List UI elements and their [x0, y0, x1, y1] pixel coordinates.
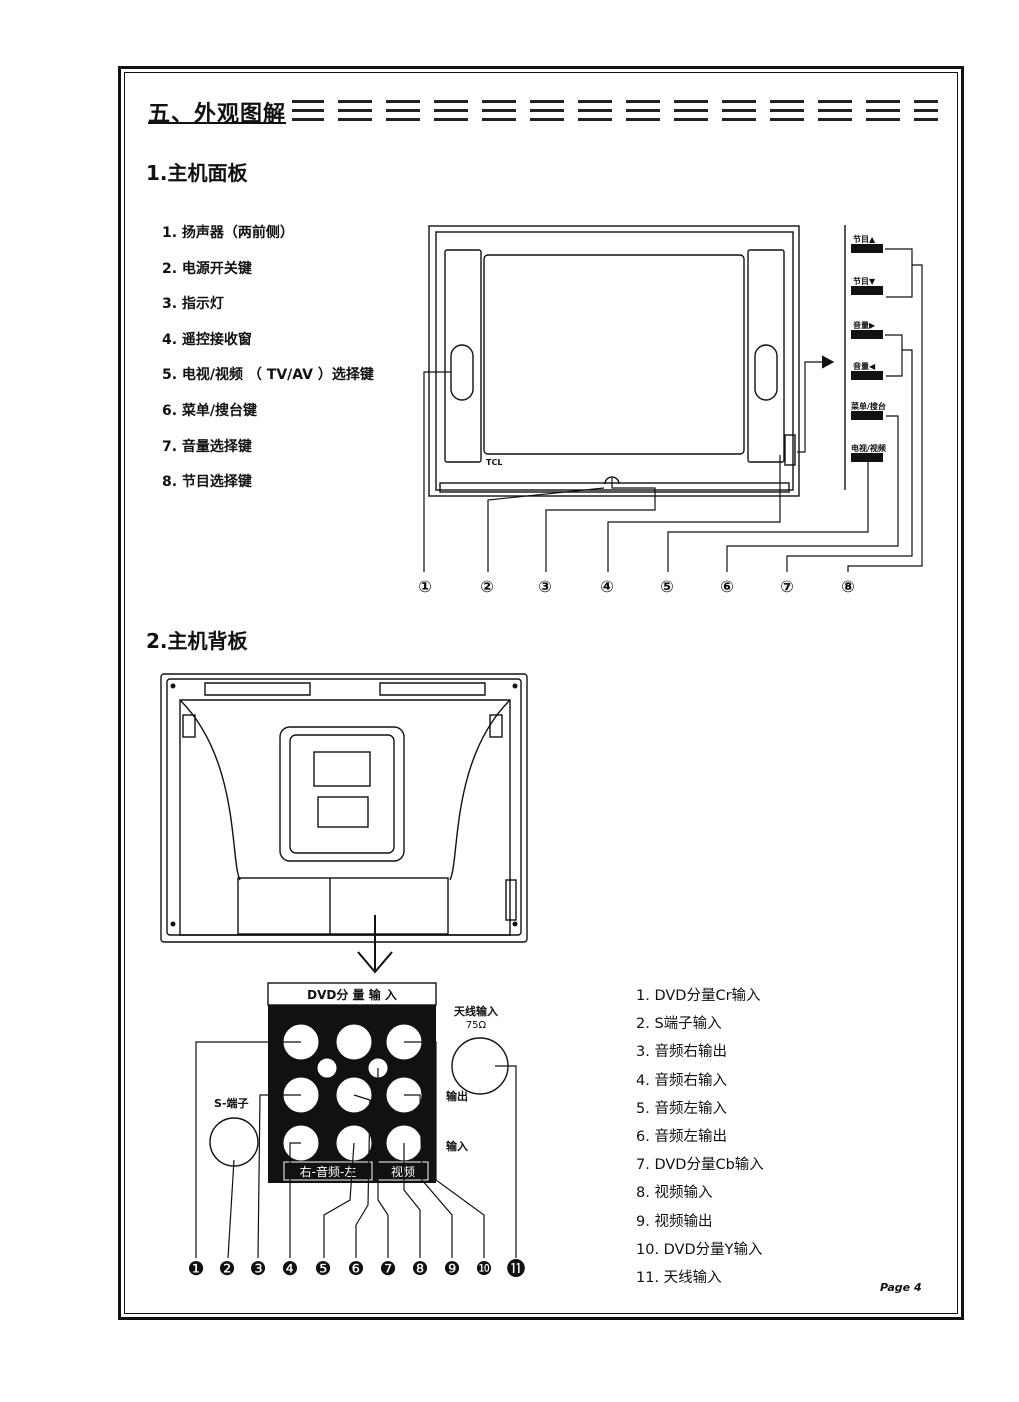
audio-jacks-label: 右-音频-左 — [300, 1164, 357, 1179]
list-item: 4. 音频右输入 — [636, 1072, 727, 1089]
side-button-label: 音量◀ — [853, 361, 876, 371]
s-video-label: S-端子 — [214, 1096, 249, 1110]
callout-number: ⑤ — [660, 577, 674, 596]
list-item: 7. 音量选择键 — [162, 438, 252, 455]
brand-logo: TCL — [486, 458, 502, 467]
page-frame — [118, 66, 964, 1320]
list-item: 6. 菜单/搜台键 — [162, 402, 258, 419]
list-item: 3. 音频右输出 — [636, 1044, 727, 1061]
list-item: 4. 遥控接收窗 — [162, 331, 252, 348]
callout-number: ❷ — [218, 1258, 235, 1280]
front-panel-heading: 1.主机面板 — [146, 161, 248, 185]
side-button-label: 菜单/搜台 — [850, 401, 886, 411]
input-label: 输入 — [446, 1139, 468, 1153]
list-item: 7. DVD分量Cb输入 — [636, 1157, 764, 1174]
side-button-label: 节目▲ — [853, 234, 876, 244]
list-item: 3. 指示灯 — [162, 296, 224, 313]
callout-number: ② — [480, 577, 494, 596]
list-item: 2. S端子输入 — [636, 1016, 722, 1033]
list-item: 1. 扬声器（两前侧） — [162, 225, 294, 241]
callout-number: ❶ — [187, 1258, 204, 1280]
list-item: 8. 节目选择键 — [162, 474, 252, 491]
list-item: 6. 音频左输出 — [636, 1128, 727, 1145]
list-item: 9. 视频输出 — [636, 1213, 713, 1230]
list-item: 5. 电视/视频 （ TV/AV ）选择键 — [162, 367, 374, 384]
callout-number: ⑥ — [720, 577, 734, 596]
side-button-label: 音量▶ — [853, 320, 876, 330]
callout-number: ❽ — [411, 1258, 428, 1280]
list-item: 10. DVD分量Y输入 — [636, 1241, 763, 1258]
callout-number: ❼ — [379, 1258, 396, 1280]
callout-number: ① — [418, 577, 432, 596]
page-title: 五、外观图解 — [146, 96, 293, 128]
back-panel-list: 1. DVD分量Cr输入 2. S端子输入 3. 音频右输出 4. 音频右输入 … — [636, 984, 764, 1294]
callout-number: ⑦ — [780, 577, 794, 596]
side-button-label: 电视/视频 — [851, 443, 886, 453]
jack-panel-header: DVD分 量 输 入 — [307, 987, 397, 1002]
list-item: 8. 视频输入 — [636, 1185, 713, 1202]
back-panel-heading: 2.主机背板 — [146, 629, 248, 653]
s-video-jack — [209, 1117, 259, 1167]
page-frame-inner — [124, 72, 958, 1314]
front-tv-diagram: TCL 节目▲ 节目▼ 音量▶ 音量◀ 菜单/搜台 电视/视频 ① ② ③ — [418, 225, 923, 596]
list-item: 1. DVD分量Cr输入 — [636, 988, 761, 1004]
list-item: 11. 天线输入 — [636, 1269, 722, 1286]
back-tv-diagram: DVD分 量 输 入 右-音频-左 视频 天线输入 75Ω 输出 输入 S-端子… — [160, 673, 528, 1280]
callout-number: ❾ — [443, 1258, 460, 1280]
callout-number: ❺ — [314, 1258, 331, 1280]
side-button-label: 节目▼ — [853, 276, 876, 286]
output-label: 输出 — [446, 1089, 468, 1103]
page-number: Page 4 — [880, 1281, 922, 1294]
list-item: 5. 音频左输入 — [636, 1100, 727, 1117]
video-jacks-label: 视频 — [391, 1164, 415, 1179]
antenna-ohm-label: 75Ω — [466, 1020, 487, 1031]
callout-number: ③ — [538, 577, 552, 596]
list-item: 2. 电源开关键 — [162, 260, 252, 277]
callout-number: ④ — [600, 577, 614, 596]
callout-number: ❿ — [475, 1258, 492, 1280]
callout-number: ⑧ — [841, 577, 855, 596]
callout-number: ❻ — [347, 1258, 364, 1280]
callout-number: ⓫ — [506, 1258, 525, 1280]
callout-number: ❸ — [249, 1258, 266, 1280]
antenna-label: 天线输入 — [454, 1004, 498, 1018]
callout-number: ❹ — [281, 1258, 298, 1280]
front-panel-list: 1. 扬声器（两前侧） 2. 电源开关键 3. 指示灯 4. 遥控接收窗 5. … — [162, 222, 374, 507]
